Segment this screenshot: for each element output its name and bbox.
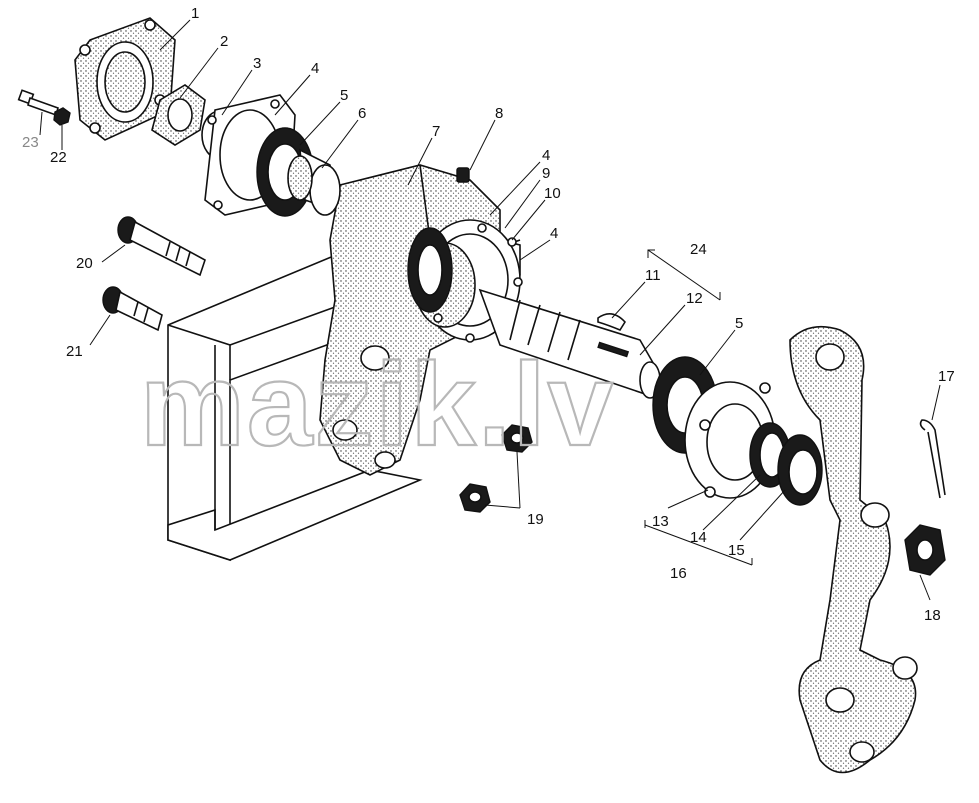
label-11: 11	[645, 267, 661, 284]
pitman-arm	[789, 325, 918, 774]
castle-nut	[904, 524, 946, 576]
label-5-top: 5	[340, 87, 348, 104]
vent-plug	[456, 167, 470, 183]
gear-ring	[407, 227, 453, 313]
label-3: 3	[253, 55, 261, 72]
small-nut	[53, 107, 71, 126]
label-16: 16	[670, 565, 687, 582]
label-24: 24	[690, 241, 707, 258]
label-19: 19	[527, 511, 544, 528]
seal-ring	[777, 434, 823, 506]
label-17: 17	[938, 368, 955, 385]
label-5-bottom: 5	[735, 315, 743, 332]
label-10: 10	[544, 185, 561, 202]
label-2: 2	[220, 33, 228, 50]
small-bolt	[17, 89, 59, 117]
lock-nut	[151, 84, 206, 146]
label-18: 18	[924, 607, 941, 624]
label-6: 6	[358, 105, 366, 122]
label-12: 12	[686, 290, 703, 307]
label-22: 22	[50, 149, 67, 166]
label-14: 14	[690, 529, 707, 546]
bolt-long	[117, 216, 206, 277]
label-8: 8	[495, 105, 503, 122]
top-cover	[74, 17, 176, 141]
part-labels: 1 2 3 4 5 6 7 8 4 9 10 4 24 11 12 5 17 2…	[22, 5, 955, 624]
watermark-text: mazik.lv	[140, 339, 615, 471]
label-4-top: 4	[311, 60, 319, 77]
label-13: 13	[652, 513, 669, 530]
label-15: 15	[728, 542, 745, 559]
cotter-pin	[919, 419, 946, 499]
label-20: 20	[76, 255, 93, 272]
bearing-sleeve	[287, 148, 341, 216]
label-7: 7	[432, 123, 440, 140]
flange-nut-lower	[459, 483, 491, 513]
flange-nut-upper	[501, 424, 533, 453]
label-4-mid: 4	[542, 147, 550, 164]
shaft-key	[597, 313, 627, 331]
label-21: 21	[66, 343, 83, 360]
label-9: 9	[542, 165, 550, 182]
bolt-short	[102, 286, 163, 332]
label-4-lower: 4	[550, 225, 558, 242]
leader-lines	[39, 19, 941, 601]
label-23: 23	[22, 134, 39, 151]
label-1: 1	[191, 5, 199, 22]
